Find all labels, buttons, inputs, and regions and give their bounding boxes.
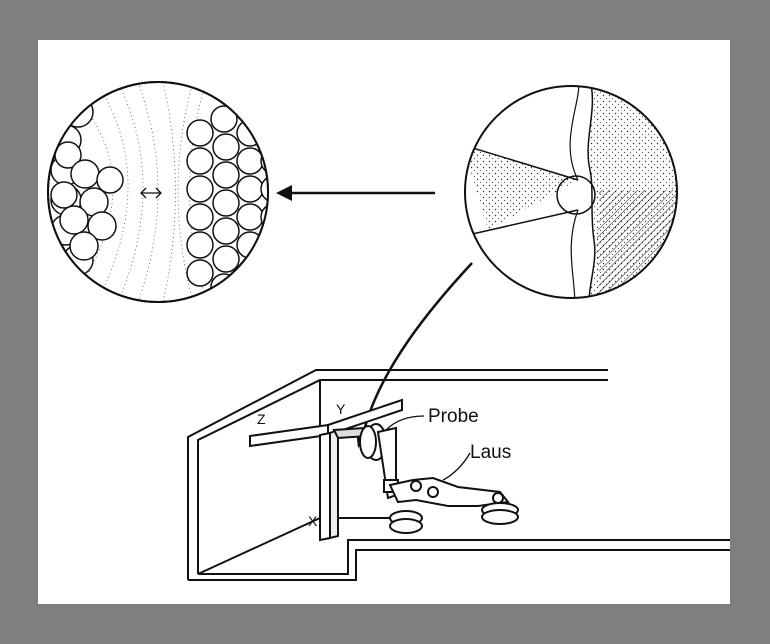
arrow-left-icon	[276, 185, 435, 201]
axis-y-label: Y	[336, 401, 346, 417]
double-arrow-icon	[140, 187, 162, 199]
probe-assembly	[359, 423, 399, 500]
axis-x-label: X	[308, 513, 318, 529]
axis-z-label: Z	[257, 411, 266, 427]
laus-walker	[388, 476, 519, 534]
xyz-positioner	[249, 398, 403, 542]
tip-surface-circle	[464, 85, 678, 299]
diagram-panel: Z Y X Probe Laus	[38, 40, 730, 604]
stm-diagram: Z Y X Probe Laus	[47, 81, 730, 581]
probe-label: Probe	[428, 406, 479, 427]
laus-label: Laus	[470, 442, 511, 463]
instrument-housing	[187, 369, 730, 581]
label-leaders	[385, 415, 471, 481]
atomic-view-circle	[47, 81, 269, 303]
